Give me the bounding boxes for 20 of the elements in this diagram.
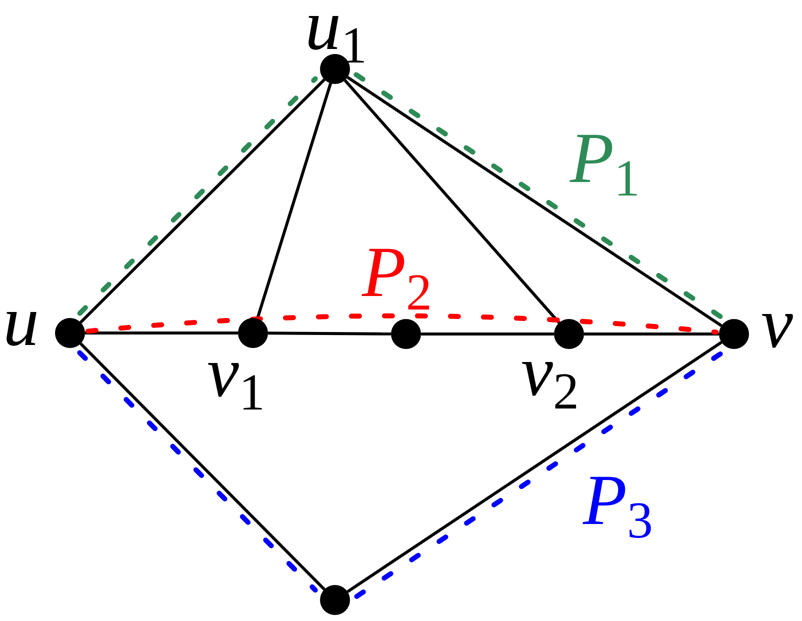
graph-edge	[421, 332, 554, 336]
vertex-label: u$_{1}$	[305, 0, 367, 65]
vertex-dot	[391, 319, 421, 349]
graph-edge	[344, 79, 560, 324]
vertex-dot	[238, 318, 268, 348]
vertex-dot	[554, 319, 584, 349]
path-label: P$_{1}$	[570, 133, 640, 198]
graph-edge	[85, 332, 238, 334]
vertex-label: v	[761, 298, 793, 348]
vertex-dot	[719, 319, 749, 349]
vertex-label: v$_{2}$	[521, 346, 579, 411]
graph-edge	[584, 332, 719, 336]
path-label: P$_{2}$	[362, 247, 432, 312]
vertex-label: u	[3, 296, 39, 346]
graph-edge	[268, 332, 392, 336]
path-label: P$_{3}$	[583, 475, 653, 540]
vertex-dot	[55, 318, 85, 348]
vertex-label: v$_{1}$	[207, 347, 265, 412]
vertex-dot	[320, 585, 350, 615]
graph-edge	[256, 82, 332, 320]
